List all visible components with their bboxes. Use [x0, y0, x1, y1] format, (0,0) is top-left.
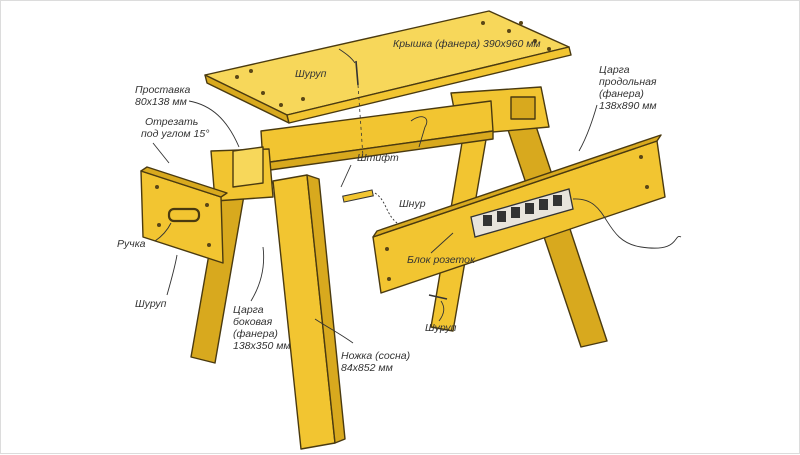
label-pin: Штифт — [357, 152, 399, 164]
pin — [342, 189, 374, 203]
side-rail-hole — [205, 203, 209, 207]
label-leg-line2: 84х852 мм — [341, 362, 393, 374]
rear-spacer — [510, 96, 536, 120]
table-top-front-edge — [286, 46, 572, 124]
outlets-leader — [430, 232, 454, 254]
long-rail-leader — [578, 104, 598, 152]
hanging-chain — [410, 116, 428, 148]
handle-grip — [167, 207, 201, 223]
front-spacer — [232, 146, 264, 188]
label-handle: Ручка — [117, 238, 146, 250]
label-cut-line1: Отрезать — [145, 116, 198, 128]
side-rail-hole — [157, 223, 161, 227]
bottom-screw-leader — [438, 300, 445, 322]
label-left-screw: Шуруп — [135, 298, 167, 310]
label-top-screw: Шуруп — [295, 68, 327, 80]
label-bottom-screw: Шуруп — [425, 322, 457, 334]
label-long-rail-size: 138х890 мм — [599, 100, 657, 112]
label-side-rail-line1: Царга — [233, 304, 264, 316]
label-outlets: Блок розеток — [407, 254, 476, 266]
long-rail-hole — [639, 155, 643, 159]
top-screw — [355, 60, 359, 86]
label-cord: Шнур — [399, 198, 426, 210]
label-side-rail-line2: боковая — [233, 316, 273, 328]
side-rail-leader — [250, 246, 265, 302]
side-rail-hole — [155, 185, 159, 189]
long-rail-edge — [372, 134, 662, 238]
left-screw-leader — [166, 254, 178, 296]
table-top-holes — [235, 21, 551, 107]
pin-chain — [374, 192, 398, 224]
label-side-rail-size: 138х350 мм — [233, 340, 291, 352]
outlet-power-cord — [572, 198, 682, 249]
top-screw-axis — [357, 84, 364, 158]
bottom-screw — [428, 294, 448, 300]
leg-leader — [314, 318, 354, 344]
label-leg-line1: Ножка (сосна) — [341, 350, 410, 362]
outlet-sockets — [483, 195, 562, 226]
label-top: Крышка (фанера) 390х960 мм — [393, 38, 541, 50]
handle-leader — [154, 222, 172, 242]
label-long-rail-line3: (фанера) — [599, 88, 644, 100]
long-rail-hole — [387, 277, 391, 281]
label-spacer-size: 80х138 мм — [135, 96, 187, 108]
long-rail-hole — [645, 185, 649, 189]
label-long-rail-line1: Царга — [599, 64, 630, 76]
label-cut-line2: под углом 15° — [141, 128, 209, 140]
label-side-rail-line3: (фанера) — [233, 328, 278, 340]
side-rail-hole — [207, 243, 211, 247]
label-spacer-title: Проставка — [135, 84, 190, 96]
spacer-leader — [188, 100, 240, 148]
side-rail-edge — [140, 166, 228, 198]
top-screw-leader — [338, 48, 356, 64]
cut-leader — [152, 142, 170, 164]
long-rail-hole — [385, 247, 389, 251]
label-long-rail-line2: продольная — [599, 76, 657, 88]
front-leg-side — [306, 174, 346, 444]
pin-leader — [340, 164, 352, 188]
